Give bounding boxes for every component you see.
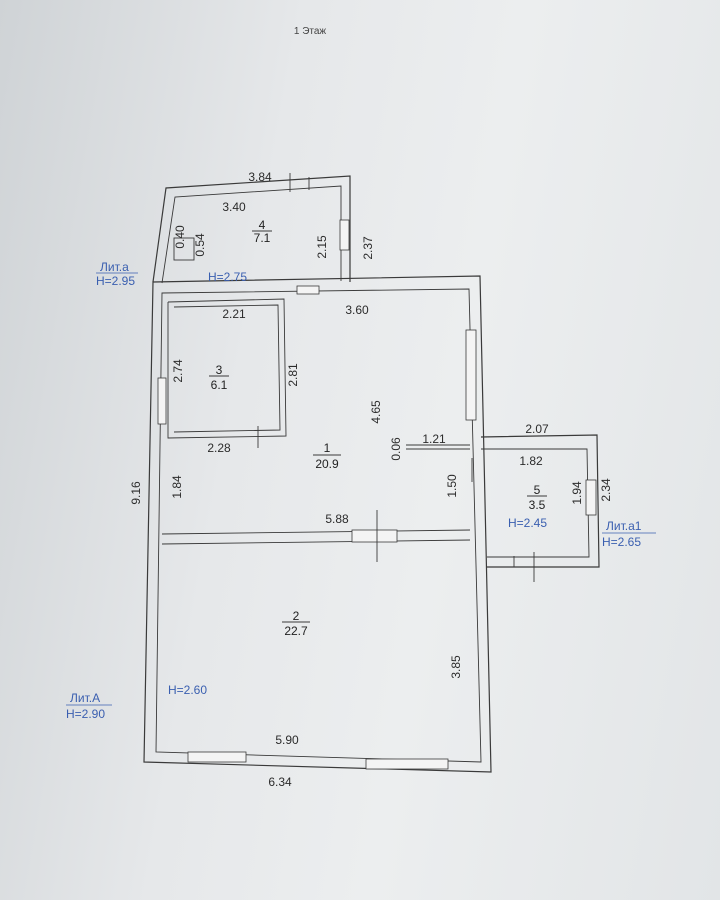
door	[351, 529, 398, 543]
dim-0-06: 0.06	[389, 437, 403, 461]
annex-top-walls	[152, 173, 351, 284]
dim-2-37: 2.37	[361, 236, 375, 260]
main-house-walls	[143, 275, 492, 773]
room3-walls	[167, 298, 287, 448]
height-room-5: H=2.45	[508, 516, 547, 530]
dim-1-82: 1.82	[519, 454, 543, 468]
dim-3-60: 3.60	[345, 303, 369, 317]
dim-9-16: 9.16	[129, 481, 143, 505]
annex-right-walls	[406, 434, 600, 582]
dim-2-28: 2.28	[207, 441, 231, 455]
height-room-2: H=2.60	[168, 683, 207, 697]
room-1-area: 20.9	[315, 457, 339, 471]
stove	[173, 237, 195, 261]
lit-a-top-name: Лит.а	[100, 260, 129, 274]
dim-0-40: 0.40	[173, 225, 187, 249]
dim-1-84: 1.84	[170, 475, 184, 499]
window	[296, 285, 320, 295]
room-labels: 4 7.1 3 6.1 1 20.9 2 22.7 5 3.5	[209, 218, 547, 638]
window	[339, 219, 350, 251]
window	[365, 758, 449, 770]
dim-1-50: 1.50	[445, 474, 459, 498]
dim-3-40: 3.40	[222, 200, 246, 214]
room-2-area: 22.7	[284, 624, 308, 638]
window	[187, 751, 247, 763]
dim-4-65: 4.65	[369, 400, 383, 424]
dim-2-21: 2.21	[222, 307, 246, 321]
room-5-area: 3.5	[529, 498, 546, 512]
room-1-number: 1	[324, 441, 331, 455]
dim-3-84: 3.84	[248, 170, 272, 184]
vertical-dimensions: 0.40 0.54 2.15 2.37 2.74 2.81 4.65 0.06 …	[129, 225, 613, 679]
horizontal-dimensions: 3.84 3.40 2.21 3.60 2.28 1.21 2.07 1.82 …	[207, 170, 549, 789]
dim-6-34: 6.34	[268, 775, 292, 789]
room-3-number: 3	[216, 363, 223, 377]
dim-0-54: 0.54	[193, 233, 207, 257]
lit-a1-height: H=2.65	[602, 535, 641, 549]
room-4-area: 7.1	[254, 231, 271, 245]
lit-a-top-height: H=2.95	[96, 274, 135, 288]
window	[157, 377, 167, 425]
lit-a-main-name: Лит.А	[70, 691, 100, 705]
room-4-number: 4	[259, 218, 266, 232]
floor-title: 1 Этаж	[294, 26, 327, 37]
dim-5-88: 5.88	[325, 512, 349, 526]
lit-labels: Лит.а H=2.95 Лит.А H=2.90 Лит.а1 H=2.65	[66, 260, 656, 721]
dim-1-94: 1.94	[570, 481, 584, 505]
dividing-wall	[161, 510, 471, 562]
dim-2-15: 2.15	[315, 235, 329, 259]
room-2-number: 2	[293, 609, 300, 623]
window	[585, 479, 597, 516]
lit-a1-name: Лит.а1	[606, 519, 642, 533]
room-3-area: 6.1	[211, 378, 228, 392]
window	[465, 329, 477, 421]
height-room-4: H=2.75	[208, 270, 247, 284]
room-5-number: 5	[534, 483, 541, 497]
lit-a-main-height: H=2.90	[66, 707, 105, 721]
dim-2-74: 2.74	[171, 359, 185, 383]
dim-3-85: 3.85	[449, 655, 463, 679]
dim-1-21: 1.21	[422, 432, 446, 446]
dim-2-07: 2.07	[525, 422, 549, 436]
dim-5-90: 5.90	[275, 733, 299, 747]
room-heights: H=2.75 H=2.60 H=2.45	[168, 270, 547, 697]
dim-2-34: 2.34	[599, 478, 613, 502]
dim-2-81: 2.81	[286, 363, 300, 387]
